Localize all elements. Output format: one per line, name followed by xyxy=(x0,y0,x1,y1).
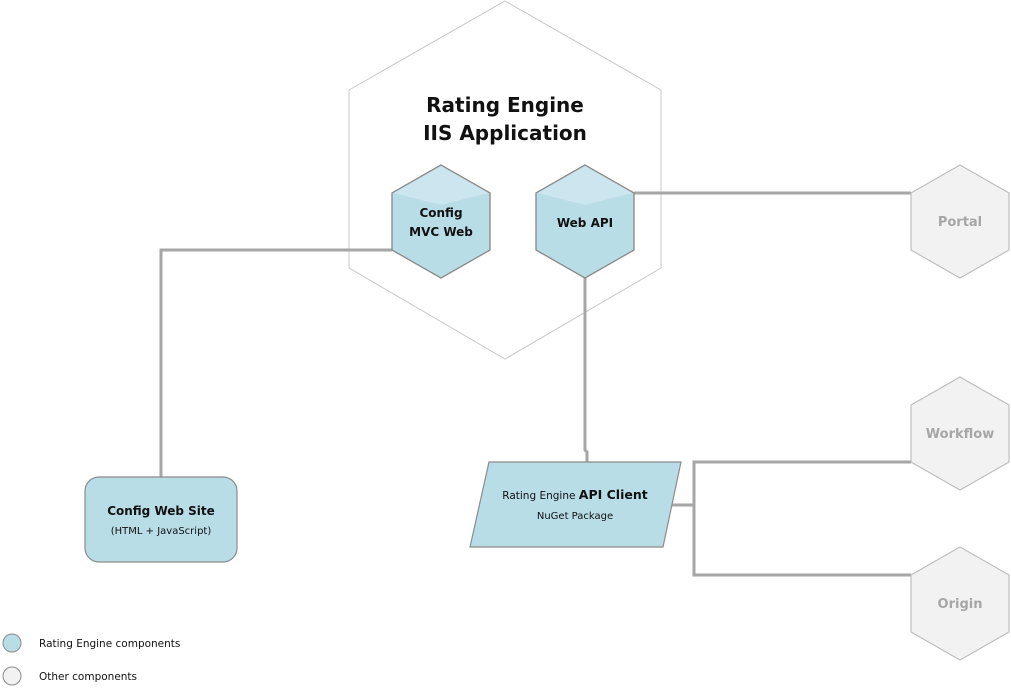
container-title-line2: IIS Application xyxy=(423,121,587,145)
connector-webapi-apiclient xyxy=(583,278,589,462)
api-client-title-prefix: Rating Engine xyxy=(502,490,579,502)
portal-node[interactable]: Portal xyxy=(910,164,1010,279)
container-title-line1: Rating Engine xyxy=(426,93,584,117)
connector-branch-workflow xyxy=(692,460,911,577)
connector-mvc-configsite xyxy=(159,248,392,477)
web-api-node[interactable]: Web API xyxy=(535,164,635,279)
config-mvc-line1: Config xyxy=(419,206,462,220)
config-site-title: Config Web Site xyxy=(107,504,215,518)
config-site-subtitle: (HTML + JavaScript) xyxy=(111,526,212,537)
legend-swatch-other xyxy=(2,666,22,686)
legend: Rating Engine components Other component… xyxy=(2,633,180,686)
workflow-node[interactable]: Workflow xyxy=(910,376,1010,491)
config-mvc-line2: MVC Web xyxy=(409,225,473,239)
api-client-title-main: API Client xyxy=(579,487,648,502)
iis-application-container xyxy=(348,0,662,360)
config-web-site-node[interactable]: Config Web Site (HTML + JavaScript) xyxy=(84,476,238,563)
origin-label: Origin xyxy=(938,597,983,612)
web-api-label: Web API xyxy=(557,216,613,230)
api-client-title: Rating Engine API Client xyxy=(502,487,647,502)
workflow-label: Workflow xyxy=(926,427,994,442)
legend-label-other: Other components xyxy=(39,671,137,683)
origin-node[interactable]: Origin xyxy=(910,546,1010,661)
legend-label-rating-engine: Rating Engine components xyxy=(39,638,180,650)
legend-swatch-rating-engine xyxy=(2,633,22,653)
portal-label: Portal xyxy=(938,215,982,230)
api-client-node[interactable]: Rating Engine API Client NuGet Package xyxy=(469,461,682,548)
config-mvc-web-node[interactable]: Config MVC Web xyxy=(391,164,491,279)
api-client-subtitle: NuGet Package xyxy=(537,511,613,522)
